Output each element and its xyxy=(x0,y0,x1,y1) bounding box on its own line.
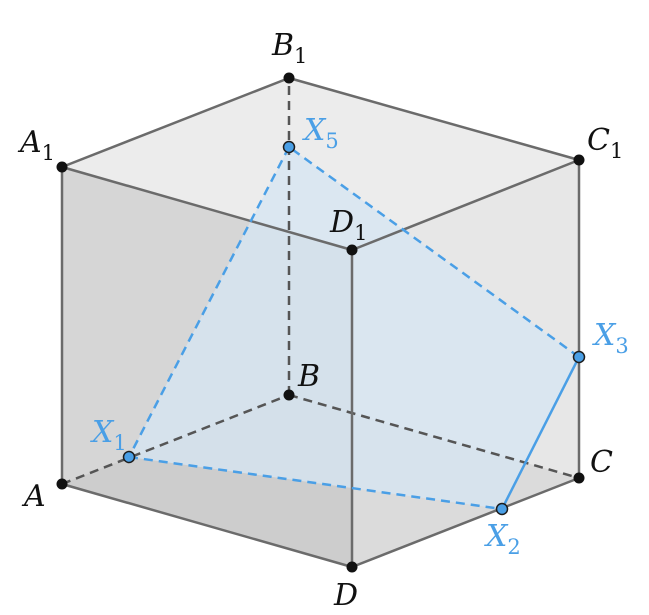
label-X5: X5 xyxy=(302,113,339,153)
edge-A-D xyxy=(61,482,353,569)
visible-edges xyxy=(60,76,581,569)
vertex-C1 xyxy=(573,154,585,166)
point-X5 xyxy=(282,140,296,154)
point-X2 xyxy=(495,502,509,516)
label-A: A xyxy=(21,479,46,514)
hidden-edge-A-B xyxy=(61,393,290,486)
label-C1: C1 xyxy=(587,123,623,163)
point-X3 xyxy=(572,350,586,364)
edge-C1-D1 xyxy=(351,158,580,252)
label-C: C xyxy=(590,445,613,480)
section-edge-X5-X1 xyxy=(127,146,291,458)
label-B1: B1 xyxy=(271,28,307,68)
vertex-D xyxy=(346,561,358,573)
label-X2: X2 xyxy=(484,519,521,559)
section-edge-X2-X3 xyxy=(500,356,581,510)
edge-D1-A1 xyxy=(61,165,353,252)
section-points xyxy=(122,140,586,516)
label-X3: X3 xyxy=(592,318,629,358)
edge-D-C xyxy=(351,476,580,569)
face-top xyxy=(62,78,579,250)
vertex-C xyxy=(573,472,585,484)
section-polygon xyxy=(129,147,579,509)
vertex-B1 xyxy=(283,72,295,84)
edge-A1-B1 xyxy=(61,76,290,169)
vertex-B xyxy=(283,389,295,401)
label-B: B xyxy=(297,359,320,394)
label-D: D xyxy=(333,578,358,613)
vertex-A1 xyxy=(56,161,68,173)
label-X1: X1 xyxy=(90,415,127,455)
hidden-edge-B-C xyxy=(288,393,580,480)
edge-B1-C1 xyxy=(288,76,580,162)
vertex-D1 xyxy=(346,244,358,256)
vertex-A xyxy=(56,478,68,490)
vertex-points xyxy=(56,72,585,573)
section-edge-X1-X2 xyxy=(128,455,503,511)
label-A1: A1 xyxy=(17,125,55,165)
point-X1 xyxy=(122,450,136,464)
label-D1: D1 xyxy=(329,205,367,245)
